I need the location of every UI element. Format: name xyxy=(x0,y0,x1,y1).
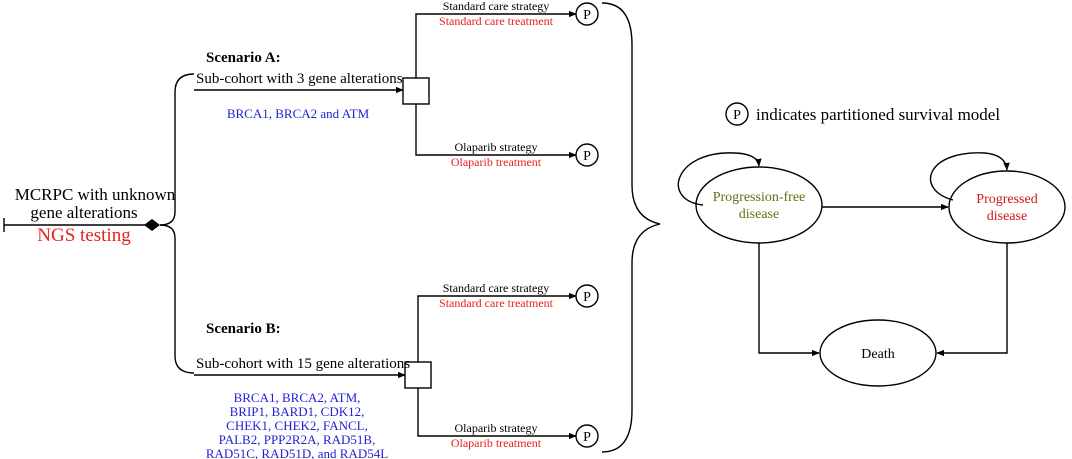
psm-node-label: P xyxy=(583,290,591,305)
grouping-brace xyxy=(601,2,661,453)
self-loop-progression-free xyxy=(677,152,762,206)
state-death xyxy=(819,319,937,387)
scenario-a-decision-box xyxy=(402,77,430,105)
legend-psm-symbol-label: P xyxy=(733,108,741,123)
transition-progressed-to-death xyxy=(936,243,1008,357)
state-progression-free-label-line1: Progression-free xyxy=(713,190,806,205)
state-progressed-label-line2: disease xyxy=(987,209,1027,224)
branch-curve-b xyxy=(159,224,195,374)
scenario-b-olaparib-treatment: Olaparib treatment xyxy=(451,436,542,450)
scenario-a-olaparib-strategy: Olaparib strategy xyxy=(455,140,538,154)
scenario-b-olaparib-strategy: Olaparib strategy xyxy=(455,421,538,435)
psm-node-label: P xyxy=(583,149,591,164)
scenario-a-standard-branch xyxy=(415,10,577,78)
scenario-a-cohort: Sub-cohort with 3 gene alterations xyxy=(196,71,403,87)
scenario-b-title: Scenario B: xyxy=(206,321,281,337)
scenario-a-olaparib-treatment: Olaparib treatment xyxy=(451,155,542,169)
scenario-b-olaparib-psm-node xyxy=(575,424,599,448)
scenario-a-olaparib-branch xyxy=(415,104,577,159)
legend: P indicates partitioned survival model xyxy=(725,102,1000,126)
scenario-b-genes-line: PALB2, PPP2R2A, RAD51B, xyxy=(219,432,376,447)
ngs-testing-label: NGS testing xyxy=(37,225,131,246)
scenario-b-genes-line: CHEK1, CHEK2, FANCL, xyxy=(226,418,368,433)
psm-node-label: P xyxy=(583,430,591,445)
scenario-a-standard-treatment: Standard care treatment xyxy=(439,14,554,28)
scenario-a: Scenario A: Sub-cohort with 3 gene alter… xyxy=(194,0,599,169)
branch-curve-a xyxy=(159,73,195,226)
scenario-b-standard-psm-node xyxy=(575,284,599,308)
legend-text: indicates partitioned survival model xyxy=(756,105,1000,124)
scenario-b-genes-line: BRIP1, BARD1, CDK12, xyxy=(230,404,365,419)
scenario-a-standard-strategy: Standard care strategy xyxy=(443,0,550,13)
scenario-b-genes-line: BRCA1, BRCA2, ATM, xyxy=(234,390,361,405)
state-progression-free-label-line2: disease xyxy=(739,207,779,222)
state-death-label: Death xyxy=(861,347,894,362)
root-node: MCRPC with unknown gene alterations NGS … xyxy=(3,185,176,246)
scenario-b-genes-line: RAD51C, RAD51D, and RAD54L xyxy=(206,446,388,459)
scenario-a-title: Scenario A: xyxy=(206,50,281,66)
psm-node-label: P xyxy=(583,8,591,23)
root-label-line2: gene alterations xyxy=(30,203,137,222)
scenario-b-standard-strategy: Standard care strategy xyxy=(443,281,550,295)
self-loop-progressed xyxy=(929,152,1010,201)
scenario-a-olaparib-psm-node xyxy=(575,143,599,167)
scenario-b-cohort: Sub-cohort with 15 gene alterations xyxy=(196,356,410,372)
scenario-b-standard-treatment: Standard care treatment xyxy=(439,296,554,310)
root-label-line1: MCRPC with unknown xyxy=(15,185,176,204)
state-progressed-label-line1: Progressed xyxy=(976,192,1037,207)
scenario-b: Scenario B: Sub-cohort with 15 gene alte… xyxy=(194,281,599,459)
transition-pf-to-death xyxy=(758,243,820,357)
scenario-a-genes: BRCA1, BRCA2 and ATM xyxy=(227,106,370,121)
legend-psm-symbol xyxy=(725,102,749,126)
scenario-a-standard-psm-node xyxy=(575,2,599,26)
state-progression-free xyxy=(695,166,823,244)
chance-node-diamond xyxy=(144,219,160,231)
scenario-b-standard-branch xyxy=(417,292,577,362)
state-model: Progression-free disease Progressed dise… xyxy=(677,152,1066,387)
scenario-b-olaparib-branch xyxy=(417,388,577,440)
state-progressed xyxy=(948,170,1066,244)
